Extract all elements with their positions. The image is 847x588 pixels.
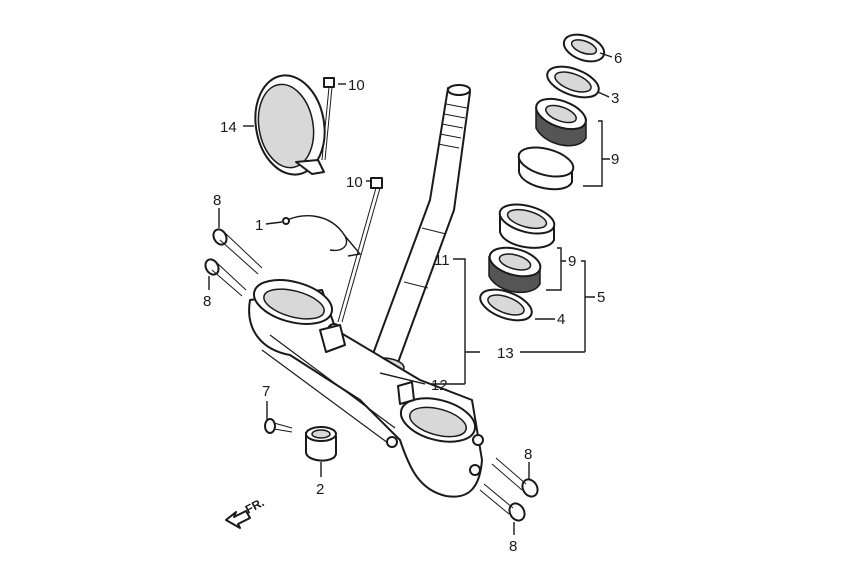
callout-14: 14: [220, 119, 237, 136]
part-10-bolt-upper: [321, 77, 335, 161]
steering-stem-shaft: [359, 84, 471, 379]
callout-9-upper: 9: [611, 151, 619, 168]
callout-8-left-lower: 8: [203, 293, 211, 310]
callout-13: 13: [497, 345, 514, 362]
callout-8-right-lower: 8: [509, 538, 517, 555]
callout-3: 3: [611, 90, 619, 107]
part-8-bolt-left-lower: [204, 258, 247, 297]
part-2-collar: [305, 426, 337, 462]
part-9-lower-race: [498, 203, 556, 249]
part-6-lock-nut: [562, 33, 606, 63]
part-14-cover: [254, 74, 326, 176]
callout-6: 6: [614, 50, 622, 67]
callout-8-right-upper: 8: [524, 446, 532, 463]
part-3-washer: [546, 65, 600, 99]
part-9-lower-bearing: [488, 246, 542, 294]
part-8-bolt-right-upper: [491, 457, 539, 498]
part-7-bolt: [264, 418, 293, 434]
callout-7: 7: [262, 383, 270, 400]
callout-4: 4: [557, 311, 565, 328]
callout-10-upper: 10: [348, 77, 365, 94]
part-4-dust-seal: [479, 288, 533, 322]
front-direction-marker: FR.: [225, 495, 266, 529]
callout-labels: 6 3 9 10 14 10 1 8 8 11 9 5 4 13 12 7 2 …: [203, 50, 622, 555]
callout-9-lower: 9: [568, 253, 576, 270]
part-8-bolt-right-lower: [479, 483, 526, 522]
part-9-upper-race: [517, 146, 575, 191]
part-9-upper-bearing: [535, 97, 587, 147]
callout-2: 2: [316, 481, 324, 498]
callout-10-lower: 10: [346, 174, 363, 191]
callout-5: 5: [597, 289, 605, 306]
callout-8-left-upper: 8: [213, 192, 221, 209]
callout-12: 12: [431, 377, 448, 394]
part-1-wire-clip: [282, 215, 362, 257]
callout-1: 1: [255, 217, 263, 234]
callout-11: 11: [434, 252, 450, 269]
lower-triple-clamp: [248, 279, 484, 498]
part-8-bolt-left-upper: [212, 228, 263, 275]
part-10-bolt-lower: [337, 177, 383, 323]
leader-lines: [208, 52, 613, 535]
